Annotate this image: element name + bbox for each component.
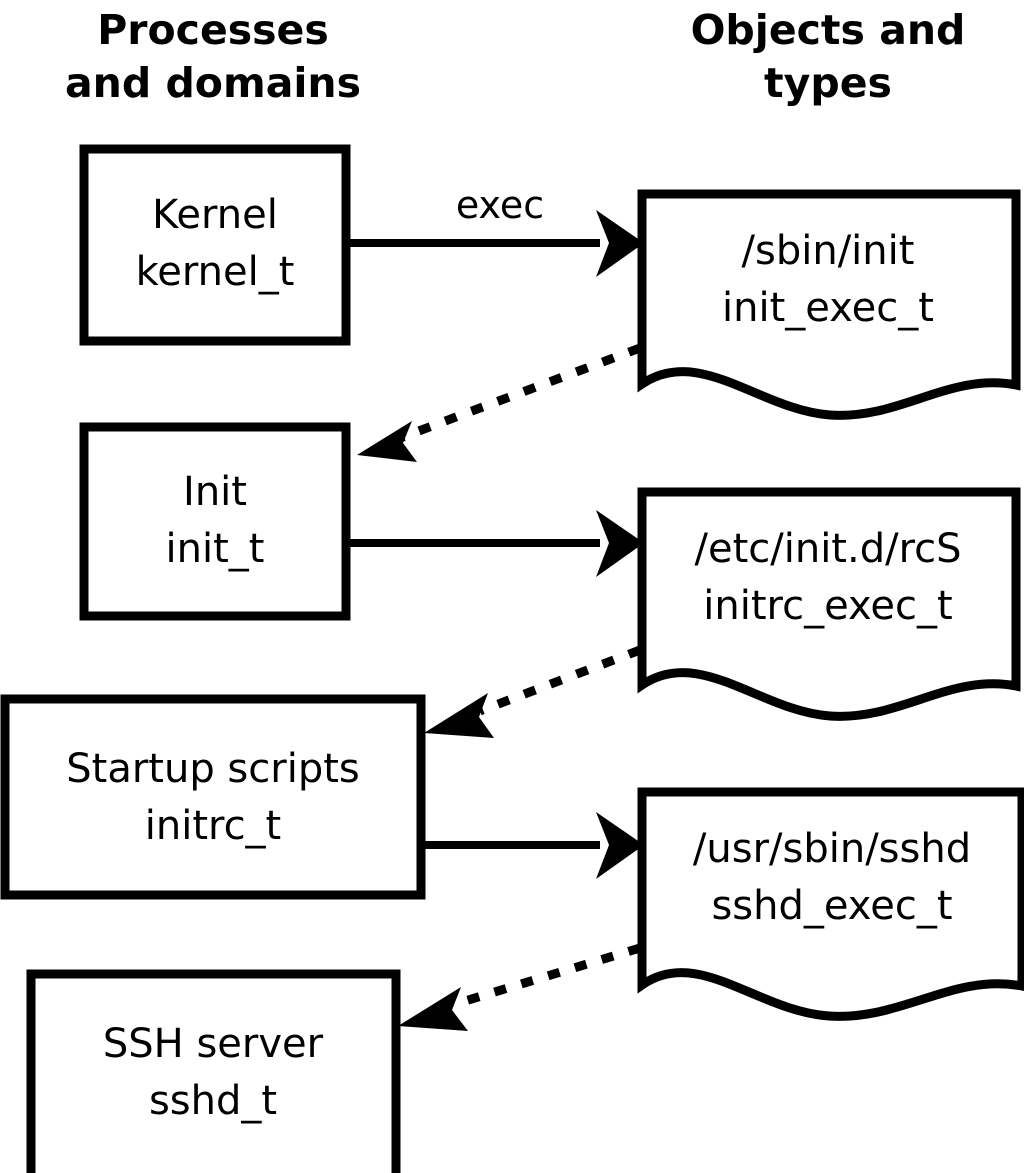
column-heading-objects: Objects and types	[691, 6, 966, 107]
column-heading-processes-line2: and domains	[65, 59, 361, 107]
edge-initrc-exec-transition-initrc	[424, 645, 642, 738]
process-node-initrc-name: Startup scripts	[66, 746, 359, 792]
process-node-sshd[interactable]: SSH server sshd_t	[26, 969, 401, 1173]
column-heading-objects-line2: types	[764, 59, 892, 107]
process-node-kernel-box[interactable]	[79, 144, 351, 346]
process-node-kernel[interactable]: Kernel kernel_t	[79, 144, 351, 346]
process-node-kernel-type: kernel_t	[136, 249, 295, 295]
edge-init-exec-initrc-exec	[346, 510, 644, 577]
edge-init-exec-transition-init	[357, 343, 642, 462]
column-heading-objects-line1: Objects and	[691, 6, 966, 54]
edge-kernel-exec-init-exec-arrowhead	[596, 210, 644, 277]
edge-sshd-exec-transition-sshd-arrowhead	[398, 987, 468, 1031]
process-node-sshd-name: SSH server	[103, 1021, 324, 1067]
object-node-initrc-exec-type: initrc_exec_t	[703, 583, 952, 629]
edge-init-exec-transition-init-arrowhead	[357, 421, 417, 462]
process-node-initrc[interactable]: Startup scripts initrc_t	[0, 694, 426, 900]
object-node-init-exec-path: /sbin/init	[742, 228, 915, 274]
object-node-init-exec-type: init_exec_t	[722, 285, 934, 331]
edge-initrc-exec-transition-initrc-line	[478, 645, 642, 716]
process-node-initrc-type: initrc_t	[145, 803, 282, 849]
edge-initrc-exec-transition-initrc-arrowhead	[424, 693, 494, 738]
process-node-init-box[interactable]	[79, 422, 351, 621]
object-node-sshd-exec-path: /usr/sbin/sshd	[693, 826, 971, 872]
process-node-init-name: Init	[183, 469, 247, 515]
object-node-initrc-exec-path: /etc/init.d/rcS	[694, 526, 961, 572]
edge-sshd-exec-transition-sshd-line	[453, 943, 642, 1009]
edge-init-exec-transition-init-line	[398, 343, 642, 443]
edge-initrc-exec-sshd-exec-arrowhead	[596, 812, 644, 879]
process-node-init[interactable]: Init init_t	[79, 422, 351, 621]
object-node-sshd-exec-type: sshd_exec_t	[711, 883, 952, 929]
process-node-initrc-box[interactable]	[0, 694, 426, 900]
object-node-sshd-exec-shape[interactable]	[637, 787, 1024, 1021]
object-node-initrc-exec[interactable]: /etc/init.d/rcS initrc_exec_t	[637, 487, 1021, 721]
edge-kernel-exec-init-exec: exec	[346, 183, 644, 277]
object-node-sshd-exec[interactable]: /usr/sbin/sshd sshd_exec_t	[637, 787, 1024, 1021]
object-node-init-exec-shape[interactable]	[637, 189, 1021, 420]
object-node-init-exec[interactable]: /sbin/init init_exec_t	[637, 189, 1021, 420]
column-heading-processes: Processes and domains	[65, 6, 361, 107]
process-node-init-type: init_t	[166, 526, 265, 572]
process-node-sshd-type: sshd_t	[149, 1078, 277, 1124]
process-node-kernel-name: Kernel	[152, 192, 278, 238]
edge-label-exec: exec	[456, 183, 544, 227]
process-node-sshd-box[interactable]	[26, 969, 401, 1173]
edge-init-exec-initrc-exec-arrowhead	[596, 510, 644, 577]
edge-initrc-exec-sshd-exec	[421, 812, 644, 879]
edge-sshd-exec-transition-sshd	[398, 943, 642, 1031]
column-heading-processes-line1: Processes	[97, 6, 329, 54]
object-node-initrc-exec-shape[interactable]	[637, 487, 1021, 721]
